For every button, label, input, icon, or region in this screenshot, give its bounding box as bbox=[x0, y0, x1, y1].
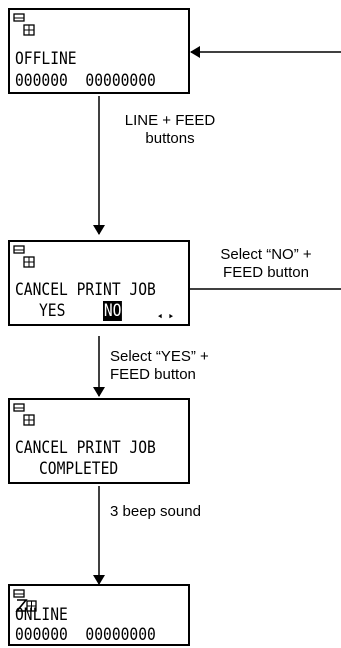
printer-status-icon bbox=[13, 13, 35, 36]
option-yes: YES bbox=[39, 301, 66, 321]
label-line-feed: LINE + FEED buttons bbox=[124, 112, 216, 147]
printer-status-icon bbox=[13, 403, 35, 426]
lcd-line-2: 000000 00000000 bbox=[15, 625, 156, 645]
nav-arrows-icon: ◂ ▸ bbox=[157, 309, 175, 322]
lcd-line-2: COMPLETED bbox=[39, 459, 119, 479]
label-select-yes: Select “YES” + FEED button bbox=[110, 348, 209, 383]
lcd-screen-offline: OFFLINE 000000 00000000 bbox=[8, 8, 190, 94]
lcd-screen-online: ONLINE 000000 00000000 bbox=[8, 584, 190, 646]
lcd-screen-completed: CANCEL PRINT JOB COMPLETED bbox=[8, 398, 190, 484]
option-no-selected: NO bbox=[103, 301, 123, 321]
lcd-line-1: ONLINE bbox=[15, 605, 68, 625]
printer-status-icon bbox=[13, 245, 35, 268]
label-select-no: Select “NO” + FEED button bbox=[220, 246, 312, 281]
lcd-line-1: OFFLINE bbox=[15, 49, 77, 69]
lcd-line-2: 000000 00000000 bbox=[15, 71, 156, 91]
lcd-screen-cancel: CANCEL PRINT JOB YES NO ◂ ▸ bbox=[8, 240, 190, 326]
printer-online-icon bbox=[13, 589, 37, 612]
label-beep: 3 beep sound bbox=[110, 503, 201, 520]
lcd-line-1: CANCEL PRINT JOB bbox=[15, 280, 156, 300]
lcd-line-1: CANCEL PRINT JOB bbox=[15, 438, 156, 458]
